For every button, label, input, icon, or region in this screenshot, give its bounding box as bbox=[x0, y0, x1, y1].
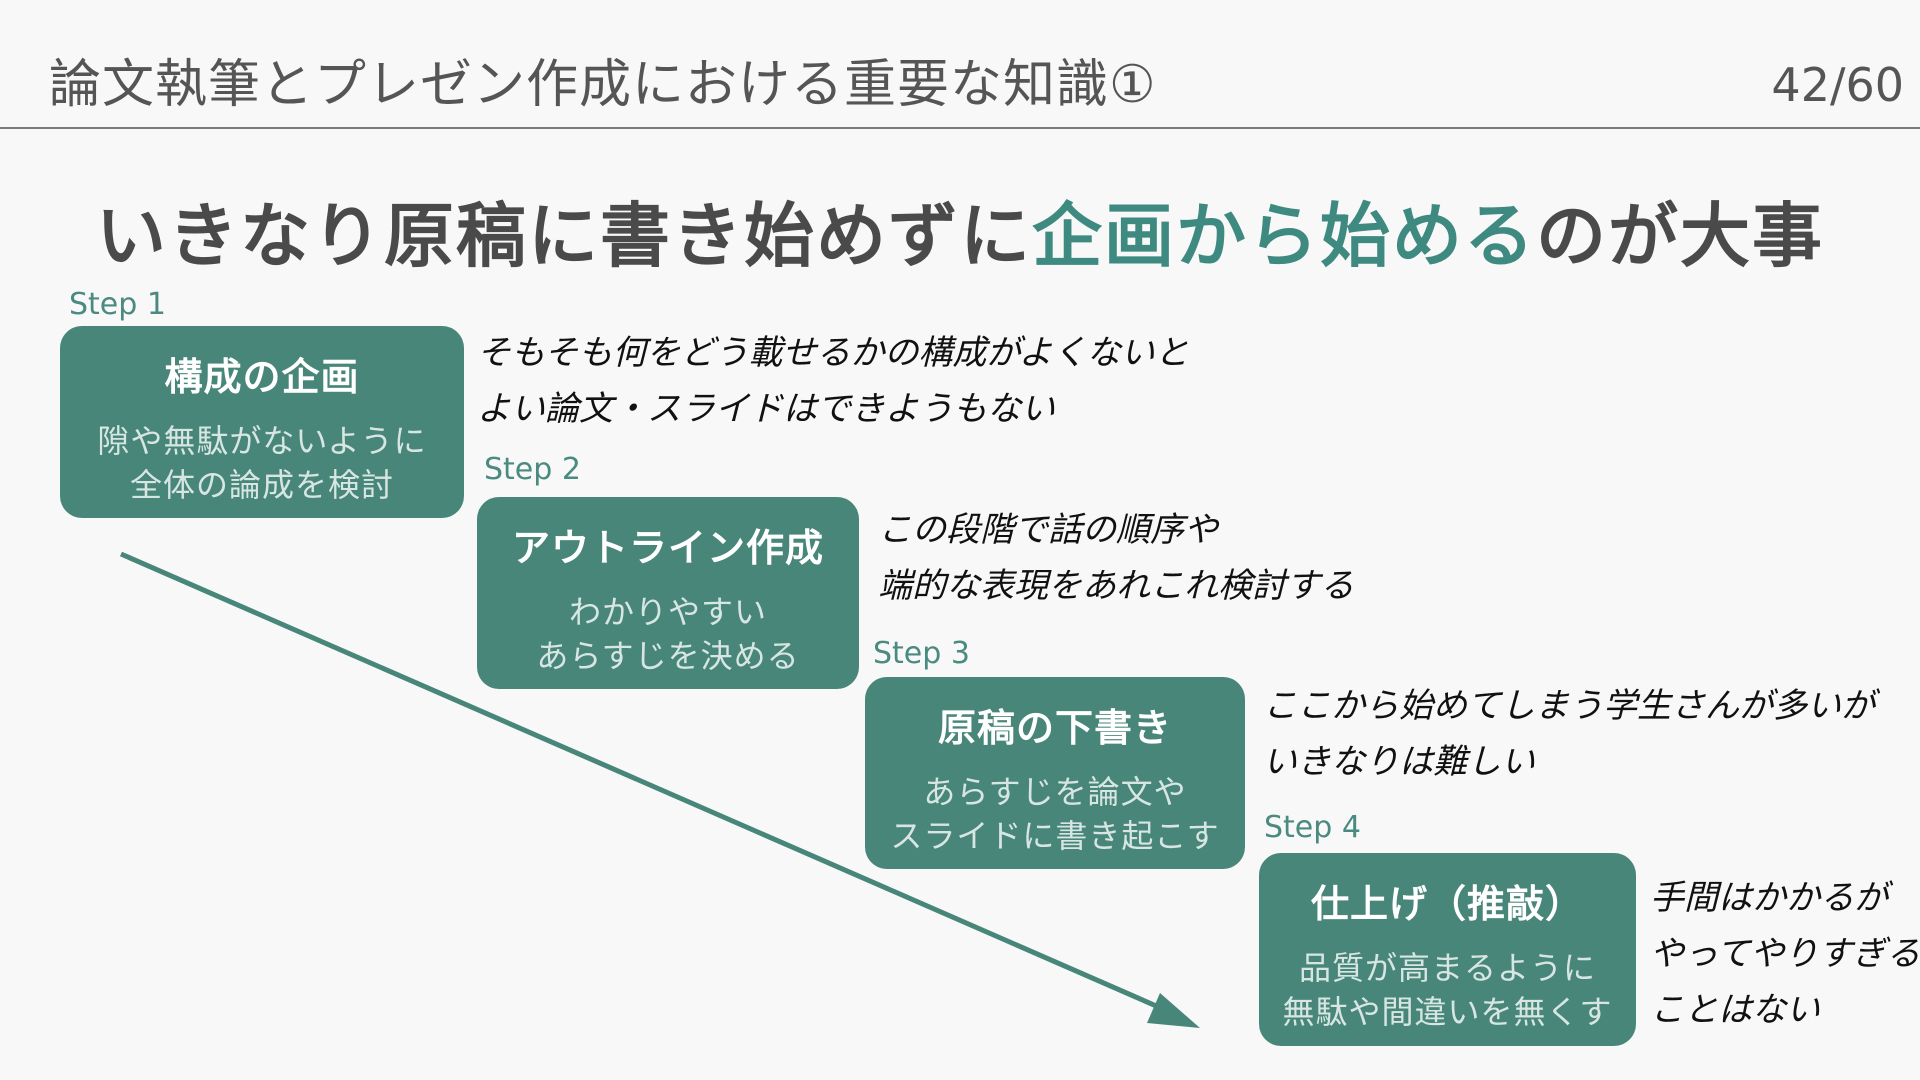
step-3-title: 原稿の下書き bbox=[937, 706, 1172, 750]
step-1-desc-line-1: 隙や無駄がないように bbox=[97, 422, 427, 460]
arrow-line bbox=[119, 551, 1172, 1015]
step-2-note-line-2: 端的な表現をあれこれ検討する bbox=[878, 566, 1354, 606]
step-2-label: Step 2 bbox=[484, 452, 581, 487]
step-1-desc-line-2: 全体の論成を検討 bbox=[129, 466, 394, 504]
step-1-box: 構成の企画 隙や無駄がないように 全体の論成を検討 bbox=[60, 326, 464, 518]
step-4-note-line-1: 手間はかかるが bbox=[1650, 878, 1888, 918]
headline-part-1: いきなり原稿に書き始めずに bbox=[96, 195, 1032, 277]
step-2-box: アウトライン作成 わかりやすい あらすじを決める bbox=[477, 497, 859, 689]
step-4-label: Step 4 bbox=[1264, 810, 1361, 845]
step-2-note-line-1: この段階で話の順序や bbox=[878, 510, 1218, 550]
headline-highlight: 企画から始める bbox=[1032, 195, 1536, 277]
step-3-note-line-1: ここから始めてしまう学生さんが多いが bbox=[1263, 686, 1875, 726]
page-number: 42/60 bbox=[1771, 58, 1904, 112]
step-2-desc-line-1: わかりやすい bbox=[568, 593, 767, 631]
step-2-description: わかりやすい あらすじを決める bbox=[477, 590, 859, 678]
step-1-note: そもそも何をどう載せるかの構成がよくないと よい論文・スライドはできようもない bbox=[477, 325, 1189, 437]
step-2-note: この段階で話の順序や 端的な表現をあれこれ検討する bbox=[878, 502, 1354, 614]
step-4-box: 仕上げ（推敲） 品質が高まるように 無駄や間違いを無くす bbox=[1259, 853, 1636, 1046]
step-3-desc-line-2: スライドに書き起こす bbox=[890, 817, 1220, 855]
step-1-title: 構成の企画 bbox=[164, 355, 360, 399]
step-3-note-line-2: いきなりは難しい bbox=[1263, 742, 1535, 782]
step-4-note: 手間はかかるが やってやりすぎる ことはない bbox=[1650, 870, 1920, 1038]
step-3-box: 原稿の下書き あらすじを論文や スライドに書き起こす bbox=[865, 677, 1245, 869]
step-1-label: Step 1 bbox=[69, 287, 166, 322]
step-4-desc-line-2: 無駄や間違いを無くす bbox=[1282, 993, 1613, 1031]
arrow-head bbox=[1147, 993, 1200, 1028]
step-2-desc-line-2: あらすじを決める bbox=[536, 637, 800, 675]
step-4-note-line-2: やってやりすぎる bbox=[1650, 934, 1920, 974]
slide-section-title: 論文執筆とプレゼン作成における重要な知識① bbox=[49, 55, 1157, 115]
step-4-note-line-3: ことはない bbox=[1650, 990, 1820, 1030]
step-1-note-line-1: そもそも何をどう載せるかの構成がよくないと bbox=[477, 333, 1189, 373]
headline-part-2: のが大事 bbox=[1536, 195, 1824, 277]
slide-headline: いきなり原稿に書き始めずに企画から始めるのが大事 bbox=[0, 180, 1920, 281]
step-3-description: あらすじを論文や スライドに書き起こす bbox=[865, 770, 1245, 858]
step-3-label: Step 3 bbox=[873, 636, 970, 671]
step-2-title: アウトライン作成 bbox=[511, 526, 824, 570]
step-1-description: 隙や無駄がないように 全体の論成を検討 bbox=[60, 419, 464, 507]
step-4-title: 仕上げ（推敲） bbox=[1310, 882, 1584, 926]
step-3-desc-line-1: あらすじを論文や bbox=[923, 773, 1187, 811]
step-4-desc-line-1: 品質が高まるように bbox=[1298, 949, 1596, 987]
step-4-description: 品質が高まるように 無駄や間違いを無くす bbox=[1259, 946, 1636, 1034]
step-1-note-line-2: よい論文・スライドはできようもない bbox=[477, 389, 1055, 429]
header-divider bbox=[0, 127, 1920, 129]
step-3-note: ここから始めてしまう学生さんが多いが いきなりは難しい bbox=[1263, 678, 1875, 790]
